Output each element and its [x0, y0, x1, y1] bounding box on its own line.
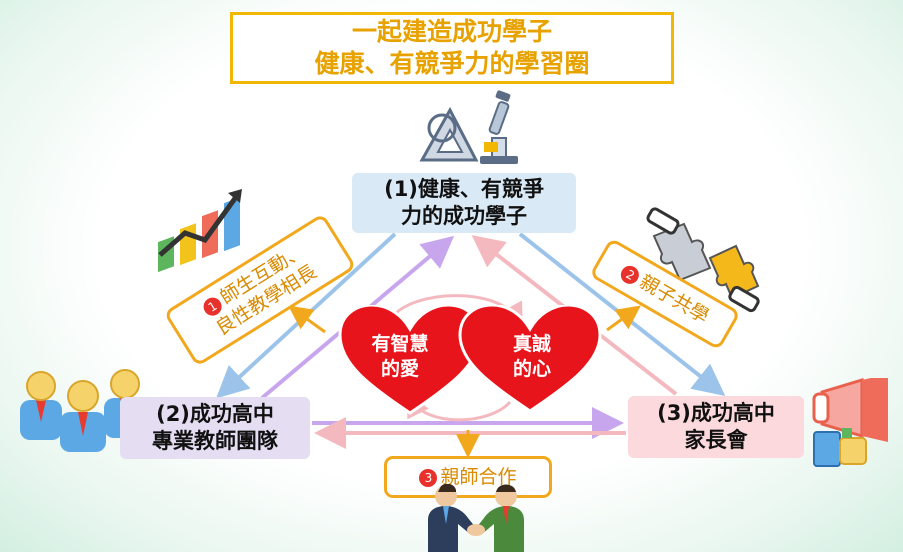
ruler-triangle-icon [419, 106, 479, 162]
microscope-icon [480, 90, 518, 164]
arrow-to-tag2 [606, 305, 641, 332]
node-teachers-line-2: 專業教師團隊 [152, 429, 278, 453]
node-parents-line-1: (3)成功高中 [657, 401, 775, 425]
node-student-line-1: (1)健康、有競爭 [384, 177, 544, 201]
node-student-line-2: 力的成功學子 [401, 204, 527, 228]
heart-right-line-1: 真誠 [512, 333, 551, 355]
puzzle-icon [646, 207, 760, 313]
heart-right-line-2: 的心 [512, 358, 551, 380]
tag3-line-1: 親師合作 [440, 466, 517, 488]
hearts-icon [338, 305, 602, 415]
badge-number-3: 3 [419, 468, 438, 487]
node-teachers-line-1: (2)成功高中 [156, 402, 274, 426]
node-parents: (3)成功高中 家長會 [628, 396, 804, 458]
node-student: (1)健康、有競爭 力的成功學子 [352, 173, 576, 233]
heart-left-line-2: 的愛 [380, 358, 419, 380]
title-line-2: 健康、有競爭力的學習圈 [314, 49, 590, 78]
diagram-title: 一起建造成功學子 健康、有競爭力的學習圈 [230, 12, 674, 84]
node-teachers: (2)成功高中 專業教師團隊 [120, 397, 310, 459]
arrow-to-tag1 [288, 305, 326, 334]
megaphone-icon [812, 378, 888, 467]
ruler-microscope-icon [419, 90, 518, 164]
handshake-icon [428, 484, 524, 552]
heart-right-text: 真誠 的心 [494, 332, 570, 382]
title-line-1: 一起建造成功學子 [351, 17, 552, 46]
heart-left-text: 有智慧 的愛 [362, 332, 438, 382]
node-parents-line-2: 家長會 [684, 428, 748, 452]
heart-right-shape [458, 305, 602, 413]
growth-chart-icon [158, 189, 242, 273]
heart-left-line-1: 有智慧 [371, 333, 429, 355]
